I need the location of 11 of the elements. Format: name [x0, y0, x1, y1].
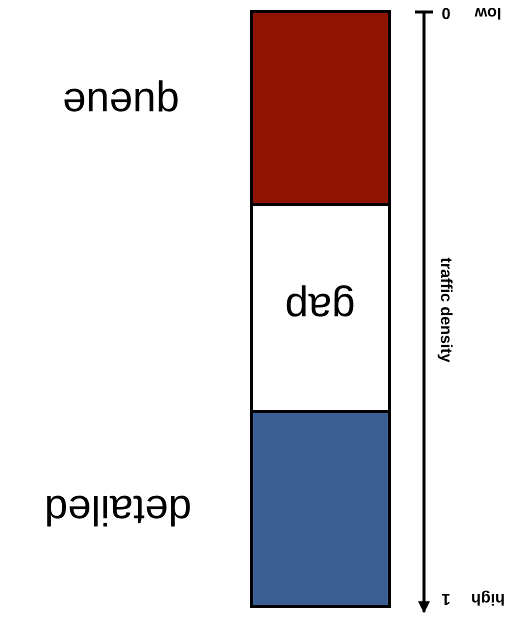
color-band: [250, 10, 391, 206]
color-band: [250, 203, 391, 413]
axis-end-label: high: [471, 590, 505, 606]
axis-end-label: low: [474, 4, 502, 20]
band-label: queue: [62, 82, 180, 124]
band-label: detailed: [44, 489, 192, 531]
axis-title: traffic density: [437, 258, 453, 362]
tick-label: 0: [442, 4, 450, 20]
color-band: [250, 410, 391, 608]
tick-label: 1: [442, 590, 450, 606]
band-label: gap: [285, 287, 356, 329]
